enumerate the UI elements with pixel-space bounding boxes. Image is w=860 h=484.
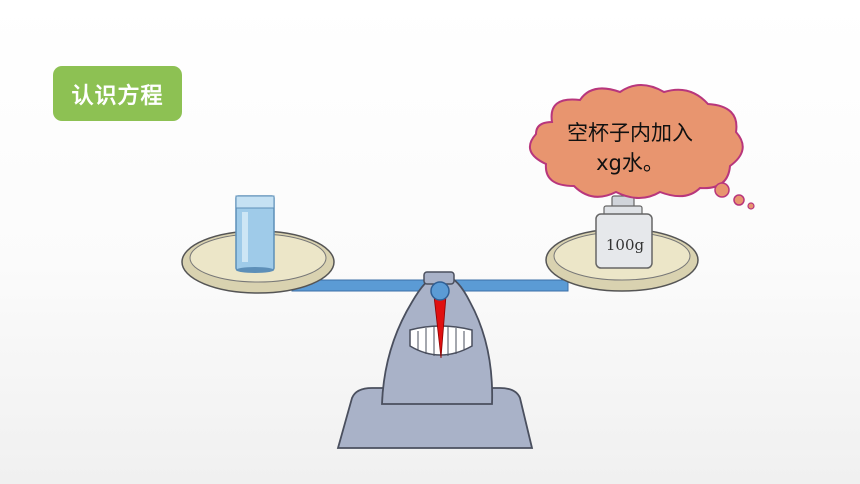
thought-line-2: xg水。: [596, 151, 664, 175]
scale-pivot: [430, 281, 450, 301]
glass-cup-icon: [235, 195, 275, 273]
weight-100g-icon: [595, 195, 653, 269]
section-title: 认识方程: [71, 83, 164, 109]
thought-line-1: 空杯子内加入: [567, 121, 693, 145]
section-title-badge: 认识方程: [53, 66, 182, 121]
thought-bubble-text: 空杯子内加入 xg水。: [540, 118, 720, 178]
thought-bubble: [528, 84, 755, 210]
weight-label: 100g: [605, 236, 645, 254]
